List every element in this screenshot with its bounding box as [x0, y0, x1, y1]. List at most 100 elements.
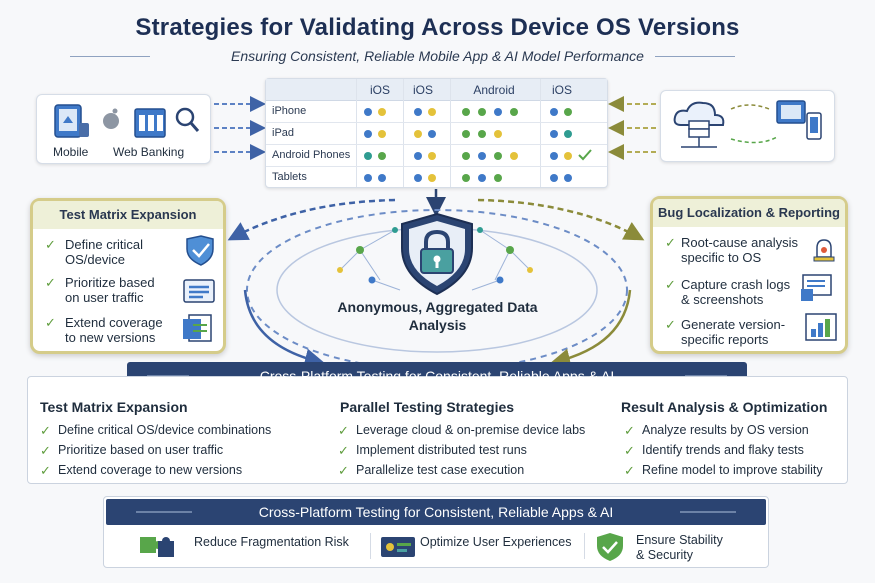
bank-icon: [134, 108, 166, 138]
check-icon: ✓: [624, 463, 635, 478]
check-icon: ✓: [40, 423, 51, 438]
matrix-dot: [550, 130, 558, 138]
devices-right-box: [660, 90, 835, 162]
check-icon: ✓: [40, 443, 51, 458]
column-item: Prioritize based on user traffic: [58, 443, 224, 457]
matrix-dot: [564, 130, 572, 138]
tablet-icon: [54, 104, 89, 138]
matrix-row: iPhone: [266, 101, 607, 123]
subtitle-row: Ensuring Consistent, Reliable Mobile App…: [0, 48, 875, 66]
matrix-dot: [494, 108, 502, 116]
benefit-item: Reduce Fragmentation Risk: [194, 535, 349, 549]
matrix-row: iPad: [266, 123, 607, 145]
apple-icon: [103, 108, 119, 129]
matrix-dot: [414, 152, 422, 160]
page-subtitle: Ensuring Consistent, Reliable Mobile App…: [231, 48, 644, 64]
matrix-dot: [564, 108, 572, 116]
matrix-dot: [564, 174, 572, 182]
lock-shield-icon: [401, 212, 473, 296]
matrix-col-header: iOS: [551, 83, 572, 97]
check-icon: ✓: [338, 423, 349, 438]
check-icon: [578, 149, 592, 161]
check-icon: ✓: [665, 317, 676, 332]
cloud-icon: [673, 101, 725, 126]
matrix-dot: [550, 108, 558, 116]
device-label-web-banking: Web Banking: [113, 145, 185, 159]
check-icon: ✓: [45, 237, 56, 252]
magnifier-icon: [175, 107, 200, 132]
matrix-dot: [478, 130, 486, 138]
phone-icon: [806, 112, 822, 140]
server-icon: [681, 120, 717, 148]
matrix-dot: [428, 152, 436, 160]
benefits-box: Cross-Platform Testing for Consistent, R…: [103, 496, 769, 568]
matrix-dot: [428, 130, 436, 138]
column-title: Test Matrix Expansion: [40, 399, 188, 415]
matrix-dot: [550, 174, 558, 182]
matrix-dot: [414, 108, 422, 116]
column-title: Result Analysis & Optimization: [621, 399, 828, 415]
column-item: Parallelize test case execution: [356, 463, 525, 477]
check-icon: ✓: [624, 443, 635, 458]
panel-item: Capture crash logs& screenshots: [681, 277, 791, 307]
shield-check-icon: [186, 235, 214, 266]
matrix-dot: [462, 174, 470, 182]
device-label-mobile: Mobile: [53, 145, 89, 159]
matrix-dot: [364, 108, 372, 116]
subtitle-rule-left: [70, 56, 150, 57]
matrix-row: Android Phones: [266, 145, 607, 167]
check-icon: ✓: [624, 423, 635, 438]
column-item: Identify trends and flaky tests: [642, 443, 804, 457]
matrix-dot: [494, 152, 502, 160]
matrix-row: Tablets: [266, 167, 607, 189]
matrix-dot: [564, 152, 572, 160]
matrix-dot: [510, 108, 518, 116]
matrix-dot: [478, 152, 486, 160]
matrix-dot: [414, 174, 422, 182]
alarm-bell-icon: [813, 239, 835, 262]
puzzle-icon: [140, 537, 174, 557]
matrix-dot: [462, 108, 470, 116]
matrix-dot: [378, 130, 386, 138]
matrix-dot: [364, 130, 372, 138]
subtitle-rule-right: [655, 56, 735, 57]
matrix-dot: [428, 108, 436, 116]
list-icon: [183, 279, 215, 303]
matrix-dot: [364, 152, 372, 160]
matrix-dot: [478, 174, 486, 182]
matrix-col-header: Android: [473, 83, 515, 97]
check-icon: ✓: [665, 235, 676, 250]
panel-title: Test Matrix Expansion: [33, 201, 223, 229]
documents-icon: [183, 314, 212, 342]
devices-left-box: Mobile Web Banking: [36, 94, 211, 164]
check-icon: ✓: [338, 463, 349, 478]
matrix-dot: [378, 108, 386, 116]
matrix-dot: [462, 152, 470, 160]
matrix-dot: [364, 174, 372, 182]
center-analysis-label: Anonymous, Aggregated Data Analysis: [337, 299, 538, 333]
devices-icons: [54, 104, 200, 138]
matrix-row-label: Android Phones: [272, 149, 351, 161]
matrix-row-label: Tablets: [272, 171, 307, 183]
panel-title: Bug Localization & Reporting: [653, 199, 845, 227]
check-icon: ✓: [45, 315, 56, 330]
panel-item: Generate version-specific reports: [681, 317, 786, 347]
matrix-dot: [378, 174, 386, 182]
banner-cross-platform-bottom: Cross-Platform Testing for Consistent, R…: [106, 499, 766, 525]
matrix-row-label: iPad: [272, 127, 295, 139]
shield-check-icon: [597, 533, 623, 561]
matrix-dot: [494, 130, 502, 138]
cloud-server-icons: [673, 100, 822, 148]
matrix-dot: [378, 152, 386, 160]
matrix-dot: [428, 174, 436, 182]
column-item: Refine model to improve stability: [642, 463, 823, 477]
matrix-row-label: iPhone: [272, 105, 307, 117]
matrix-dot: [478, 108, 486, 116]
column-item: Extend coverage to new versions: [58, 463, 243, 477]
matrix-col-header: iOS: [412, 83, 433, 97]
